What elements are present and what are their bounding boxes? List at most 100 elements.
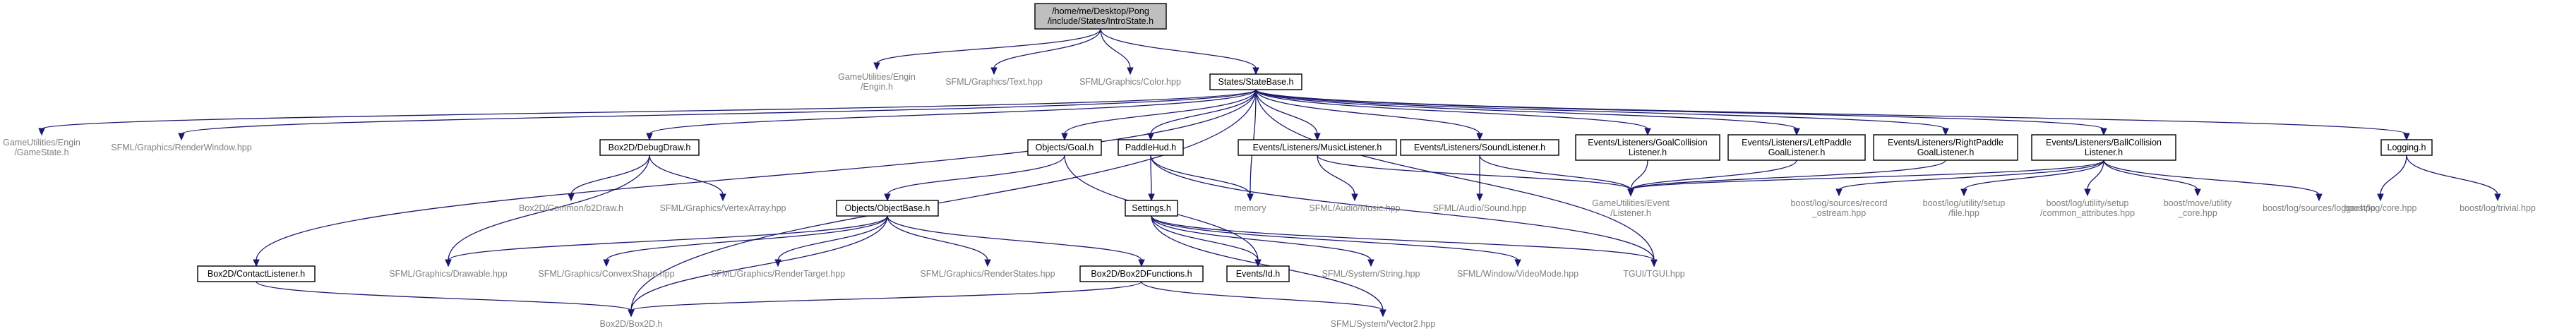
node-label: Box2D/ContactListener.h: [208, 269, 305, 279]
node-box: [2031, 134, 2176, 161]
edge-arrowhead: [1351, 193, 1358, 202]
node-settings[interactable]: Settings.h: [1125, 200, 1178, 217]
node-vector2: SFML/System/Vector2.hpp: [1331, 319, 1436, 329]
edge-introstate-to-statebase: [1100, 28, 1259, 76]
node-common_attributes: boost/log/utility/setup/common_attribute…: [2040, 198, 2135, 218]
node-box: [1400, 139, 1559, 156]
edge-line: [1150, 155, 1655, 261]
node-label: _core.hpp: [2177, 208, 2217, 218]
edge-arrowhead: [1835, 188, 1843, 197]
edge-statebase-to-soundlistener: [1255, 89, 1483, 141]
node-label: /Engin.h: [861, 82, 893, 92]
edge-line: [1064, 89, 1257, 135]
edge-arrowhead: [628, 309, 635, 318]
edge-line: [649, 89, 1257, 135]
node-b2draw: Box2D/Common/b2Draw.h: [519, 203, 623, 213]
node-box2dfunctions[interactable]: Box2D/Box2DFunctions.h: [1079, 265, 1204, 282]
edge-line: [570, 155, 650, 195]
node-label: memory: [1234, 203, 1266, 213]
node-box: [1209, 73, 1302, 90]
node-label: GameUtilities/Event: [1592, 198, 1670, 208]
node-box: [1873, 134, 2018, 161]
node-musiclistener[interactable]: Events/Listeners/MusicListener.h: [1238, 139, 1397, 156]
node-label: Events/Id.h: [1236, 269, 1281, 279]
edge-arrowhead: [253, 259, 260, 267]
node-label: SFML/System/String.hpp: [1322, 269, 1420, 279]
node-label: SFML/Graphics/ConvexShape.hpp: [538, 269, 674, 279]
edge-line: [1255, 89, 2407, 135]
node-goal[interactable]: Objects/Goal.h: [1027, 139, 1102, 156]
node-contactlistener[interactable]: Box2D/ContactListener.h: [197, 265, 316, 282]
edge-statebase-to-leftpaddle: [1255, 89, 1800, 136]
node-label: Box2D/Box2D.h: [600, 319, 663, 329]
edge-objectbase-to-convexshape: [603, 215, 888, 267]
edge-arrowhead: [38, 128, 45, 136]
edge-musiclistener-to-eventlistener: [1317, 155, 1634, 197]
edge-contactlistener-to-box2d: [256, 281, 635, 318]
node-engin: GameUtilities/Engin/Engin.h: [838, 72, 916, 92]
node-rightpaddle[interactable]: Events/Listeners/RightPaddleGoalListener…: [1873, 134, 2018, 161]
node-label: Events/Listeners/MusicListener.h: [1253, 143, 1382, 152]
node-label: SFML/Audio/Music.hpp: [1309, 203, 1400, 213]
edge-line: [1630, 160, 1648, 191]
node-paddlehud[interactable]: PaddleHud.h: [1118, 139, 1184, 156]
edge-statebase-to-logging: [1255, 89, 2410, 141]
edge-logging-to-logcore: [2377, 155, 2407, 202]
node-label: /GameState.h: [14, 148, 68, 157]
node-statebase[interactable]: States/StateBase.h: [1209, 73, 1302, 90]
node-label: Box2D/Common/b2Draw.h: [519, 203, 623, 213]
node-label: Events/Listeners/RightPaddle: [1888, 138, 2003, 148]
edge-statebase-to-tgui: [1255, 89, 1658, 267]
edge-debugdraw-to-vertexarray: [649, 155, 726, 202]
node-logging[interactable]: Logging.h: [2380, 139, 2433, 156]
edge-line: [649, 155, 724, 195]
edge-line: [1151, 215, 1372, 261]
edge-paddlehud-to-settings: [1148, 155, 1155, 202]
edge-arrowhead: [646, 133, 653, 141]
edge-arrowhead: [1147, 133, 1154, 141]
edge-line: [887, 215, 988, 261]
node-label: /include/States/IntroState.h: [1048, 16, 1154, 26]
node-eventsid[interactable]: Events/Id.h: [1226, 265, 1290, 282]
edge-arrowhead: [1651, 259, 1658, 267]
edge-line: [630, 215, 888, 311]
node-rendertarget: SFML/Graphics/RenderTarget.hpp: [711, 269, 845, 279]
edge-line: [1150, 89, 1257, 135]
node-label: Listener.h: [1629, 148, 1667, 157]
edge-arrowhead: [1314, 133, 1321, 141]
node-trivial: boost/log/trivial.hpp: [2460, 203, 2536, 213]
edge-arrowhead: [884, 193, 891, 202]
edge-statebase-to-paddlehud: [1147, 89, 1257, 141]
node-drawable: SFML/Graphics/Drawable.hpp: [389, 269, 507, 279]
node-box: [1118, 139, 1184, 156]
edge-line: [2103, 160, 2320, 195]
node-label: Settings.h: [1132, 203, 1171, 213]
node-introstate[interactable]: /home/me/Desktop/Pong/include/States/Int…: [1034, 3, 1167, 30]
edge-line: [630, 281, 1142, 311]
node-soundlistener[interactable]: Events/Listeners/SoundListener.h: [1400, 139, 1559, 156]
node-label: PaddleHud.h: [1125, 143, 1176, 152]
edge-objectbase-to-drawable: [445, 215, 888, 267]
node-utility_core: boost/move/utility_core.hpp: [2164, 198, 2232, 218]
edge-line: [2406, 155, 2498, 195]
node-systemstring: SFML/System/String.hpp: [1322, 269, 1420, 279]
edge-line: [1255, 89, 1797, 130]
edge-arrowhead: [178, 133, 185, 141]
edge-arrowhead: [568, 193, 575, 202]
node-box: [599, 139, 700, 156]
edge-arrowhead: [1379, 309, 1386, 318]
edge-arrowhead: [1061, 133, 1068, 141]
edge-statebase-to-rightpaddle: [1255, 89, 1949, 136]
node-label: SFML/Graphics/Drawable.hpp: [389, 269, 507, 279]
edge-box2dfunctions-to-vector2: [1141, 281, 1386, 318]
edge-line: [1151, 215, 1518, 261]
node-label: GoalListener.h: [1917, 148, 1975, 157]
edge-arrowhead: [774, 259, 781, 267]
node-debugdraw[interactable]: Box2D/DebugDraw.h: [599, 139, 700, 156]
edge-line: [1317, 155, 1631, 191]
node-objectbase[interactable]: Objects/ObjectBase.h: [836, 200, 939, 217]
edge-line: [1141, 281, 1384, 311]
node-leftpaddle[interactable]: Events/Listeners/LeftPaddleGoalListener.…: [1727, 134, 1866, 161]
